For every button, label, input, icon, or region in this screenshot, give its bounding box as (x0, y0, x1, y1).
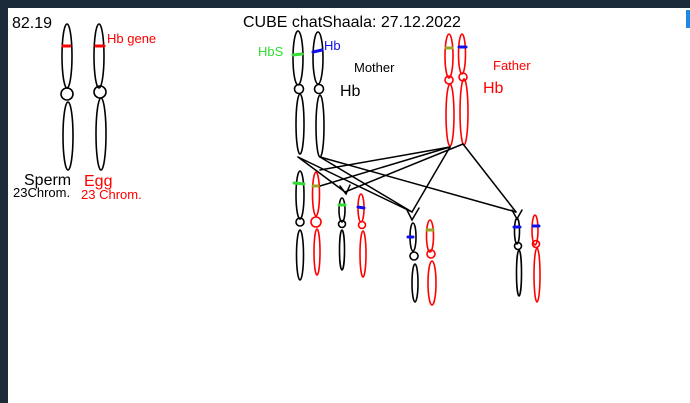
sperm-label: Sperm (24, 172, 71, 189)
egg-chromosome (93, 23, 107, 171)
offspring-2-chromosome-b (356, 193, 367, 278)
hbs-label: HbS (258, 44, 284, 59)
offspring-2-chromosome-a (337, 197, 347, 271)
mother-chromosome-1 (291, 30, 305, 155)
father-chromosome-1 (444, 33, 455, 147)
page-title: CUBE chatShaala: 27.12.2022 (243, 14, 461, 31)
offspring-1-chromosome-b (310, 171, 322, 276)
mother-hb-label: Hb (340, 83, 361, 100)
offspring-1-chromosome-a (292, 170, 306, 281)
hb-blue-label: Hb (324, 38, 341, 53)
inheritance-lines (297, 143, 517, 213)
sperm-chrom-count: 23Chrom. (13, 185, 70, 200)
father-label: Father (493, 58, 531, 73)
offspring-4-chromosome-b (531, 214, 541, 303)
offspring-3-chromosome-a (406, 222, 419, 303)
whiteboard-canvas[interactable] (8, 8, 690, 403)
offspring-4-chromosome-a (512, 217, 523, 297)
mother-label: Mother (354, 60, 395, 75)
father-hb-label: Hb (483, 80, 504, 97)
hb-gene-label: Hb gene (107, 31, 156, 46)
canvas-id: 82.19 (12, 15, 52, 32)
egg-label: Egg (84, 173, 112, 190)
sperm-chromosome (60, 23, 74, 171)
egg-chrom-count: 23 Chrom. (81, 187, 142, 202)
arrow-heads (339, 184, 523, 222)
offspring-3-chromosome-b (425, 219, 437, 306)
father-chromosome-2 (457, 33, 469, 146)
mother-chromosome-2 (311, 31, 325, 158)
scroll-indicator[interactable] (686, 10, 690, 28)
